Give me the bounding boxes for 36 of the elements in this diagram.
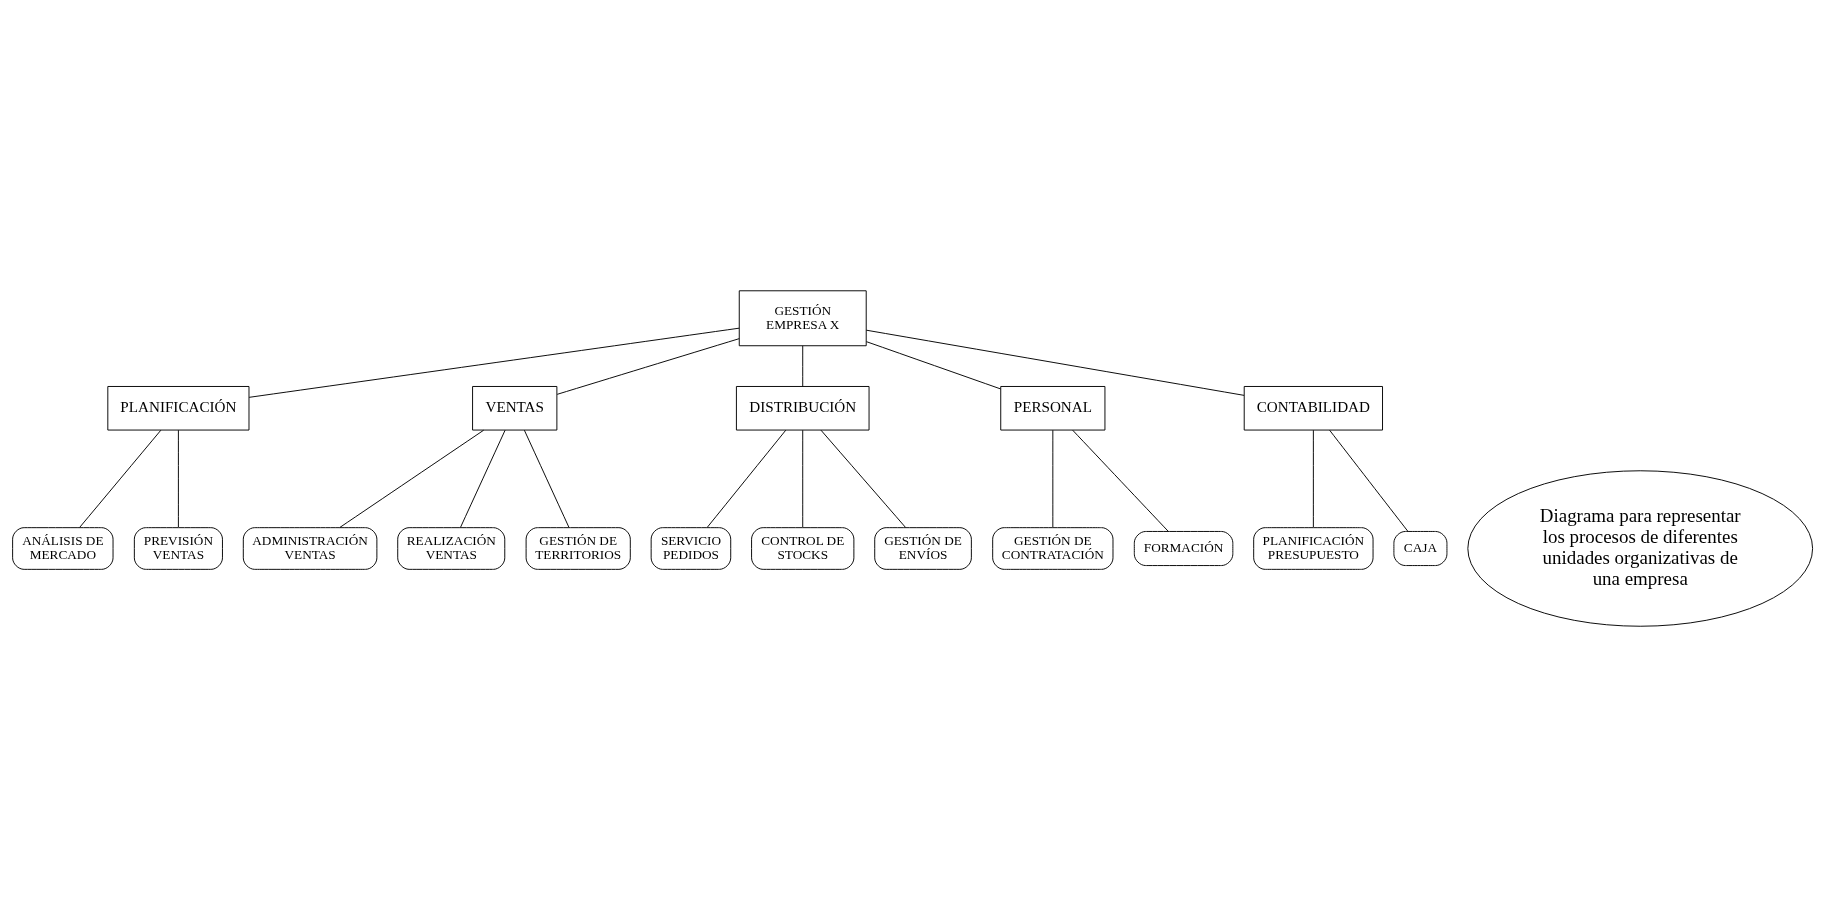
connector — [802, 344, 804, 387]
connector — [706, 429, 787, 528]
connector — [523, 429, 570, 528]
connector — [1052, 429, 1054, 528]
node-box: DISTRIBUCIÓN — [735, 385, 870, 431]
connector — [865, 329, 1245, 396]
connector — [79, 429, 162, 528]
node-box: ANÁLISIS DE MERCADO — [12, 526, 114, 570]
node-box: ADMINISTRACIÓN VENTAS — [242, 526, 378, 570]
node-box: GESTIÓN EMPRESA X — [738, 289, 867, 346]
node-box: PERSONAL — [1000, 385, 1106, 431]
node-box: SERVICIO PEDIDOS — [650, 526, 732, 570]
connector — [177, 429, 179, 528]
node-box: CAJA — [1393, 530, 1448, 566]
node-box: GESTIÓN DE ENVÍOS — [874, 526, 972, 570]
connector — [1072, 429, 1169, 532]
connector — [866, 340, 1002, 389]
connector — [1329, 429, 1409, 532]
node-box: GESTIÓN DE TERRITORIOS — [525, 526, 631, 570]
node-box: FORMACIÓN — [1133, 530, 1234, 566]
node-box: VENTAS — [472, 385, 558, 431]
connector — [248, 327, 740, 398]
connector — [802, 429, 804, 528]
node-box: PLANIFICACIÓN PRESUPUESTO — [1253, 526, 1374, 570]
node-box: PLANIFICACIÓN — [107, 385, 250, 431]
node-ellipse: Diagrama para representar los procesos de diferentes unidades organizativas de una empresa — [1467, 469, 1814, 627]
node-box: PREVISIÓN VENTAS — [133, 526, 223, 570]
node-box: CONTABILIDAD — [1243, 385, 1383, 431]
connector — [1312, 429, 1314, 528]
connector — [460, 429, 506, 528]
node-box: REALIZACIÓN VENTAS — [397, 526, 506, 570]
node-box: GESTIÓN DE CONTRATACIÓN — [992, 526, 1114, 570]
connector — [820, 429, 906, 528]
connector — [556, 337, 740, 395]
node-box: CONTROL DE STOCKS — [751, 526, 855, 570]
connector — [339, 429, 485, 528]
